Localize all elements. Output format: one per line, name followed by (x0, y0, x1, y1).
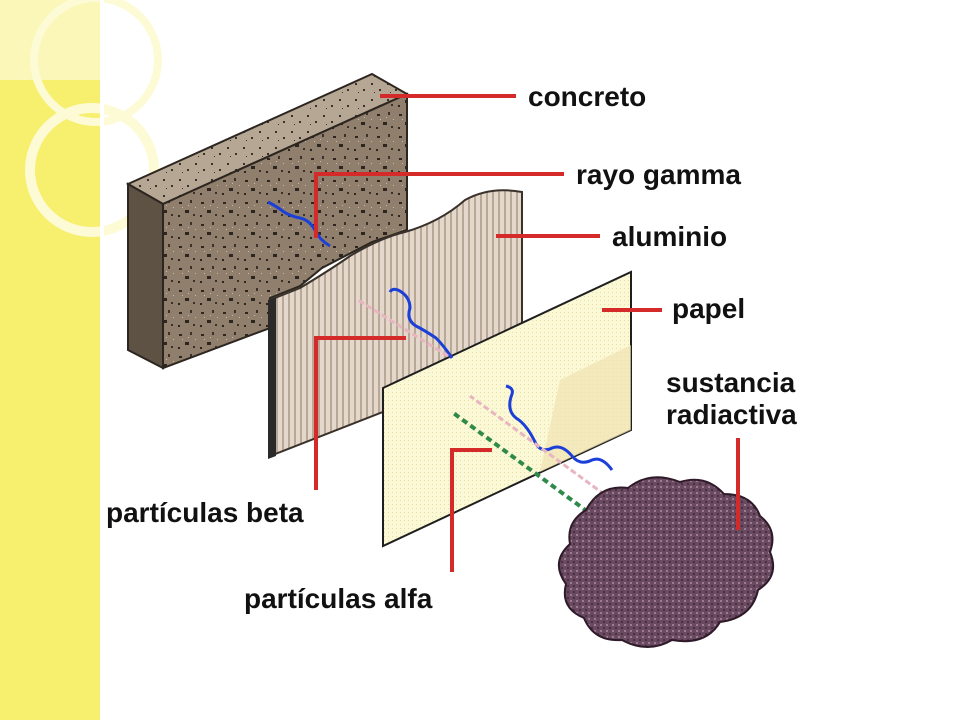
beta-particles-path (357, 298, 613, 502)
leader-rayo-gamma (314, 172, 564, 238)
aluminum-edge (268, 297, 276, 459)
paper-shading (540, 345, 631, 472)
paper-sheet (382, 270, 632, 548)
leader-alfa (450, 448, 492, 572)
leader-beta (314, 336, 406, 490)
decorative-circle (25, 103, 159, 237)
label-particulas-alfa: partículas alfa (244, 583, 433, 614)
radioactive-substance (558, 476, 774, 648)
decorative-circle (30, 0, 162, 126)
label-papel: papel (672, 293, 745, 324)
aluminum-face (269, 189, 523, 458)
label-particulas-beta: partículas beta (106, 497, 304, 528)
gamma-ray-path (267, 200, 614, 471)
concrete-front-face (127, 182, 164, 370)
accent-edge (100, 0, 104, 720)
label-sustancia-line1: sustancia (666, 367, 796, 398)
label-concreto: concreto (528, 81, 646, 112)
aluminum-sheet (268, 189, 523, 459)
label-sustancia-line2: radiactiva (666, 399, 797, 430)
substance-blob (558, 476, 774, 648)
concrete-side-face (162, 92, 408, 370)
radiation-paths (267, 200, 614, 514)
leader-lines (314, 94, 740, 572)
concrete-block (125, 72, 410, 370)
label-rayo-gamma: rayo gamma (576, 159, 741, 190)
slide-accent-bar (0, 0, 162, 720)
alpha-particles-path (450, 410, 590, 514)
label-aluminio: aluminio (612, 221, 727, 252)
